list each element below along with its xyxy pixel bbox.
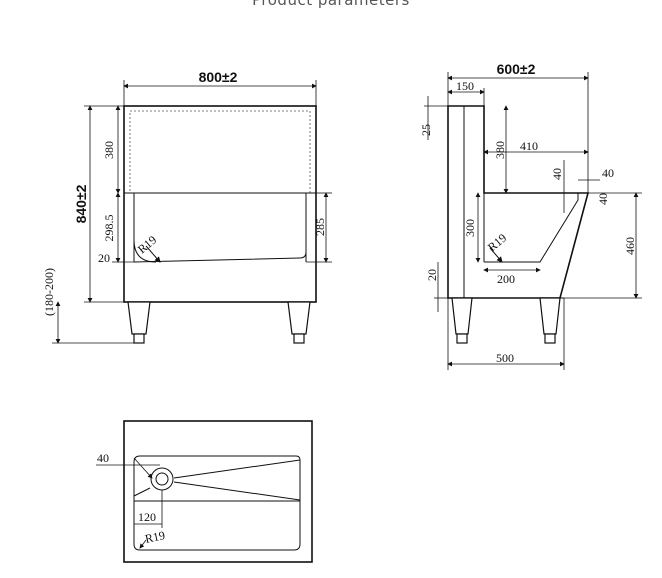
side-dim-460: 460 [623,237,637,255]
front-hidden-panel [129,110,311,194]
side-r19: R19 [485,231,509,255]
side-dim-40a: 40 [550,168,564,180]
top-view: 40 120 R19 [96,420,313,563]
front-leg-left [127,301,151,335]
side-dim-25: 25 [419,124,433,136]
side-dim-410: 410 [520,139,538,153]
front-dim-20: 20 [98,251,110,265]
front-dim-285: 285 [313,218,327,236]
top-body [123,420,313,563]
front-width-label: 800±2 [199,69,238,85]
front-r19: R19 [135,233,159,257]
side-dim-300: 300 [463,219,477,237]
front-dim-298: 298.5 [102,215,116,242]
front-height-label: 840±2 [73,184,89,223]
side-dim-150: 150 [456,79,474,93]
side-width-label: 600±2 [497,61,536,77]
side-dim-200: 200 [497,272,515,286]
side-dim-500: 500 [496,351,514,365]
side-body [447,105,590,299]
side-dim-40c: 40 [596,193,610,205]
side-dim-40b: 40 [602,166,614,180]
front-leg-right [287,301,311,335]
page-title: Product parameters [252,0,410,9]
front-dim-380: 380 [102,141,116,159]
side-dim-380: 380 [493,141,507,159]
top-dim-120: 120 [138,510,156,524]
top-basin [133,455,301,551]
side-leg-right [539,297,561,335]
front-leg-dim: (180-200) [42,268,56,316]
side-leg-left [451,297,473,335]
side-view: 600±2 150 25 380 410 40 40 40 300 R19 20… [419,61,642,370]
drain-outer [150,467,174,491]
top-r19: R19 [144,528,166,546]
front-bowl-corner [133,239,157,263]
side-dim-20: 20 [425,269,439,281]
front-view: 800±2 840±2 380 298.5 20 285 R19 (180-20… [42,69,332,344]
drain-inner [155,472,169,486]
front-body [123,105,317,303]
top-dim-40: 40 [97,451,109,465]
